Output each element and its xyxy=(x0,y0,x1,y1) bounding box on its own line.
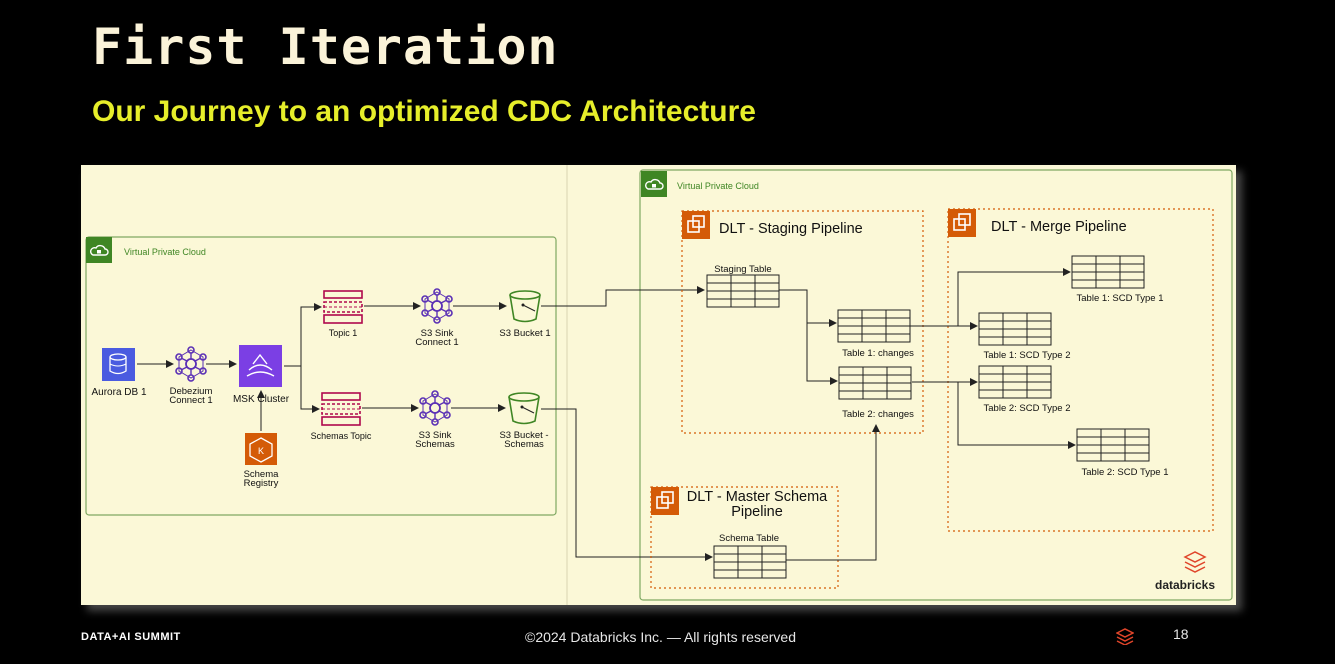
t2-scd2-label: Table 2: SCD Type 2 xyxy=(984,403,1071,414)
dlt-pipeline-icon xyxy=(650,486,680,516)
schema-table: Schema Table xyxy=(713,533,787,579)
copyright-text: ©2024 Databricks Inc. — All rights reser… xyxy=(525,629,796,645)
schema-table-label: Schema Table xyxy=(719,533,779,544)
s3-bucket-1: S3 Bucket 1 xyxy=(499,290,551,339)
dlt-master-schema-pipeline: DLT - Master Schema Pipeline xyxy=(650,486,839,589)
table1-scd2: Table 1: SCD Type 2 xyxy=(978,312,1071,361)
databricks-wordmark: databricks xyxy=(1155,578,1215,592)
master-pipeline-title-2: Pipeline xyxy=(731,504,783,520)
vpc-cloud-icon xyxy=(640,170,668,198)
staging-table: Staging Table xyxy=(706,264,780,308)
slide-subtitle: Our Journey to an optimized CDC Architec… xyxy=(92,95,756,128)
dlt-pipeline-icon xyxy=(681,210,711,240)
s3-sink-connect-1: S3 Sink Connect 1 xyxy=(415,288,459,348)
bucket2-label-a: S3 Bucket - xyxy=(499,430,548,441)
s3-sink-2-label-b: Schemas xyxy=(415,439,455,450)
s3-sink-1-label-a: S3 Sink xyxy=(421,328,454,339)
connector-icon xyxy=(175,346,207,382)
table-icon xyxy=(978,365,1052,399)
vpc-left-label: Virtual Private Cloud xyxy=(124,247,206,257)
dlt-merge-pipeline: DLT - Merge Pipeline xyxy=(947,208,1214,532)
table1-changes: Table 1: changes xyxy=(837,309,914,359)
t2-changes-label: Table 2: changes xyxy=(842,409,914,420)
table2-scd1: Table 2: SCD Type 1 xyxy=(1076,428,1169,478)
event-logo: DATA+AI SUMMIT xyxy=(81,631,181,643)
connector-icon xyxy=(419,390,451,426)
table-icon xyxy=(706,274,780,308)
schemas-topic: Schemas Topic xyxy=(311,392,372,441)
staging-table-label: Staging Table xyxy=(714,264,771,275)
databricks-icon xyxy=(1115,627,1135,650)
kafka-topic-icon xyxy=(323,290,363,324)
table-icon xyxy=(1076,428,1150,462)
registry-label-2: Registry xyxy=(244,478,279,489)
architecture-diagram: Virtual Private Cloud Virtual Private Cl… xyxy=(81,165,1236,605)
table-icon xyxy=(837,309,911,343)
registry-label-1: Schema xyxy=(244,469,280,480)
t2-scd1-label: Table 2: SCD Type 1 xyxy=(1082,467,1169,478)
slide-title: First Iteration xyxy=(92,18,559,76)
dlt-pipeline-icon xyxy=(947,208,977,238)
dlt-staging-pipeline: DLT - Staging Pipeline xyxy=(681,210,924,434)
topic-1: Topic 1 xyxy=(323,290,363,338)
aurora-db: Aurora DB 1 xyxy=(91,348,147,398)
table1-scd1: Table 1: SCD Type 1 xyxy=(1071,255,1164,304)
debezium-label-1: Debezium xyxy=(170,386,213,397)
debezium-label-2: Connect 1 xyxy=(169,395,212,406)
table-icon xyxy=(838,366,912,400)
vpc-right-label: Virtual Private Cloud xyxy=(677,181,759,191)
vpc-left: Virtual Private Cloud xyxy=(85,236,557,516)
s3-bucket-icon xyxy=(509,290,541,323)
bucket2-label-b: Schemas xyxy=(504,439,544,450)
connector-icon xyxy=(421,288,453,324)
master-pipeline-title-1: DLT - Master Schema xyxy=(687,489,828,505)
msk-icon xyxy=(239,345,282,387)
s3-bucket-icon xyxy=(508,392,540,425)
s3-bucket-schemas: S3 Bucket - Schemas xyxy=(499,392,549,450)
s3-sink-1-label-b: Connect 1 xyxy=(415,337,458,348)
t1-scd1-label: Table 1: SCD Type 1 xyxy=(1077,293,1164,304)
topic1-label: Topic 1 xyxy=(329,328,358,338)
table-icon xyxy=(1071,255,1145,289)
table2-scd2: Table 2: SCD Type 2 xyxy=(978,365,1071,414)
schemas-topic-label: Schemas Topic xyxy=(311,431,372,441)
svg-text:K: K xyxy=(258,446,264,456)
t1-changes-label: Table 1: changes xyxy=(842,348,914,359)
bucket1-label: S3 Bucket 1 xyxy=(499,328,550,339)
databricks-logo: databricks xyxy=(1155,551,1215,592)
merge-pipeline-title: DLT - Merge Pipeline xyxy=(991,219,1127,235)
database-icon xyxy=(102,348,135,381)
table2-changes: Table 2: changes xyxy=(838,366,914,420)
aurora-label: Aurora DB 1 xyxy=(91,387,146,398)
vpc-cloud-icon xyxy=(85,236,113,264)
schema-registry: K Schema Registry xyxy=(244,433,280,489)
kafka-topic-icon xyxy=(321,392,361,426)
staging-pipeline-title: DLT - Staging Pipeline xyxy=(719,221,863,237)
page-number: 18 xyxy=(1173,626,1189,642)
s3-sink-schemas: S3 Sink Schemas xyxy=(415,390,455,450)
debezium-connect: Debezium Connect 1 xyxy=(169,346,213,406)
table-icon xyxy=(713,545,787,579)
s3-sink-2-label-a: S3 Sink xyxy=(419,430,452,441)
t1-scd2-label: Table 1: SCD Type 2 xyxy=(984,350,1071,361)
table-icon xyxy=(978,312,1052,346)
vpc-right: Virtual Private Cloud xyxy=(639,169,1233,601)
